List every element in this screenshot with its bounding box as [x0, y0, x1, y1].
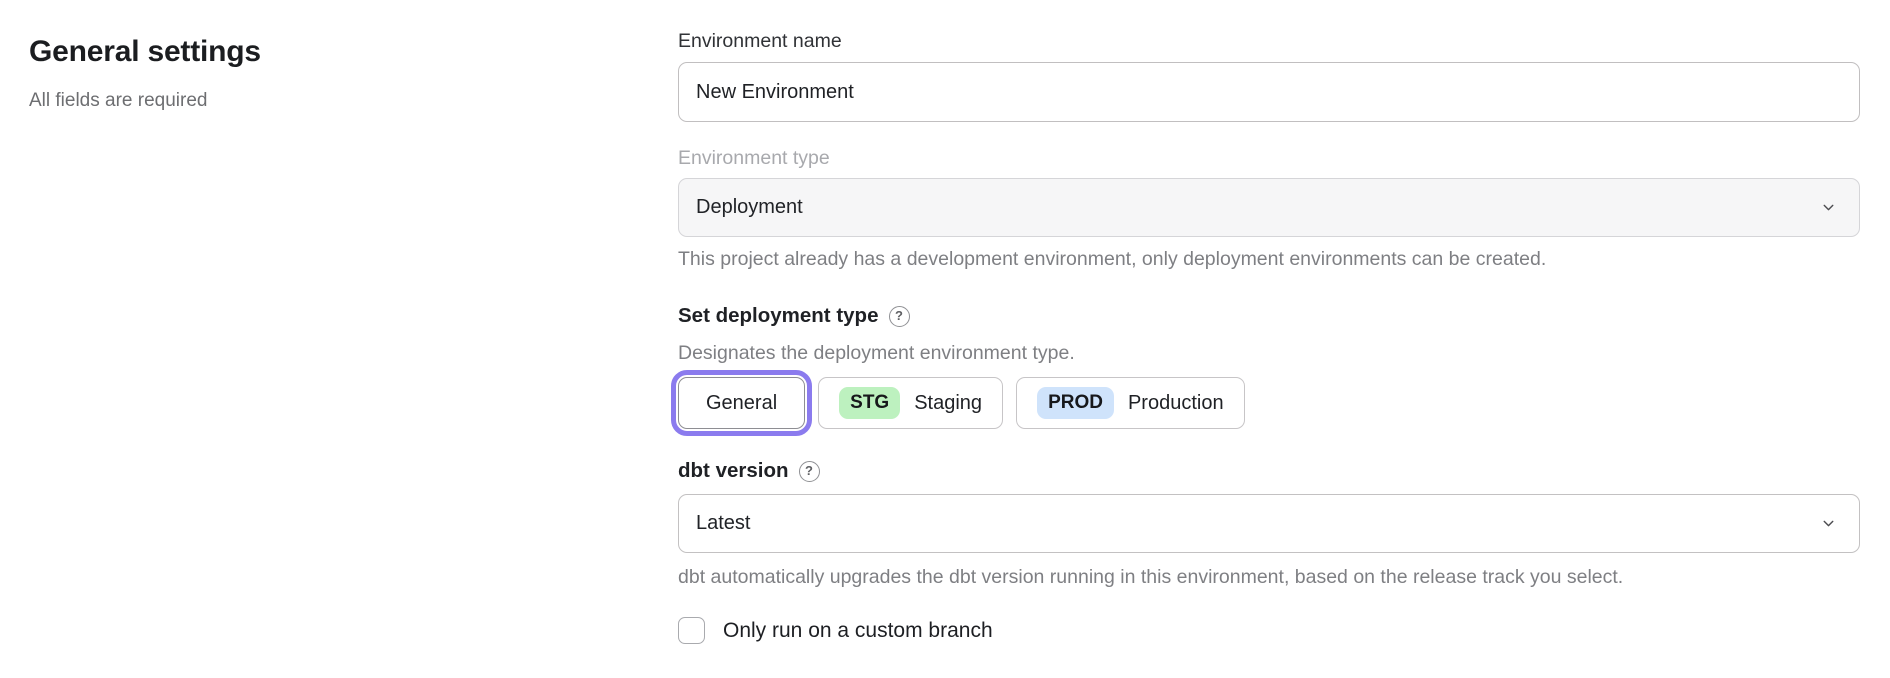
environment-name-input[interactable]	[678, 62, 1860, 122]
custom-branch-checkbox[interactable]	[678, 617, 705, 644]
custom-branch-row: Only run on a custom branch	[678, 617, 1860, 644]
deployment-type-heading-row: Set deployment type ?	[678, 304, 1860, 328]
environment-type-label: Environment type	[678, 147, 1860, 170]
question-mark-circle-icon[interactable]: ?	[799, 461, 820, 482]
deployment-type-heading: Set deployment type	[678, 304, 879, 328]
staging-badge: STG	[839, 387, 900, 419]
deployment-type-staging-button[interactable]: STG Staging	[818, 377, 1003, 429]
environment-type-select[interactable]: Deployment	[678, 178, 1860, 237]
settings-header: General settings All fields are required	[29, 0, 678, 678]
environment-type-helper: This project already has a development e…	[678, 248, 1860, 271]
deployment-type-general-label: General	[706, 392, 777, 415]
custom-branch-label[interactable]: Only run on a custom branch	[723, 619, 993, 643]
deployment-type-options: General STG Staging PROD Production	[678, 377, 1860, 429]
production-badge: PROD	[1037, 387, 1114, 419]
environment-type-value: Deployment	[696, 196, 803, 219]
deployment-type-description: Designates the deployment environment ty…	[678, 342, 1860, 365]
required-fields-note: All fields are required	[29, 89, 678, 112]
deployment-type-general-button[interactable]: General	[678, 377, 805, 429]
dbt-version-heading: dbt version	[678, 459, 789, 483]
dbt-version-helper: dbt automatically upgrades the dbt versi…	[678, 566, 1860, 589]
question-mark-circle-icon[interactable]: ?	[889, 306, 910, 327]
deployment-type-staging-label: Staging	[914, 392, 982, 415]
dbt-version-value: Latest	[696, 512, 750, 535]
page-title: General settings	[29, 34, 678, 69]
dbt-version-select[interactable]: Latest	[678, 494, 1860, 553]
environment-form: Environment name Environment type Deploy…	[678, 0, 1860, 678]
chevron-down-icon	[1820, 515, 1837, 532]
dbt-version-heading-row: dbt version ?	[678, 459, 1860, 483]
deployment-type-production-label: Production	[1128, 392, 1224, 415]
chevron-down-icon	[1820, 199, 1837, 216]
environment-name-label: Environment name	[678, 30, 1860, 53]
deployment-type-production-button[interactable]: PROD Production	[1016, 377, 1245, 429]
